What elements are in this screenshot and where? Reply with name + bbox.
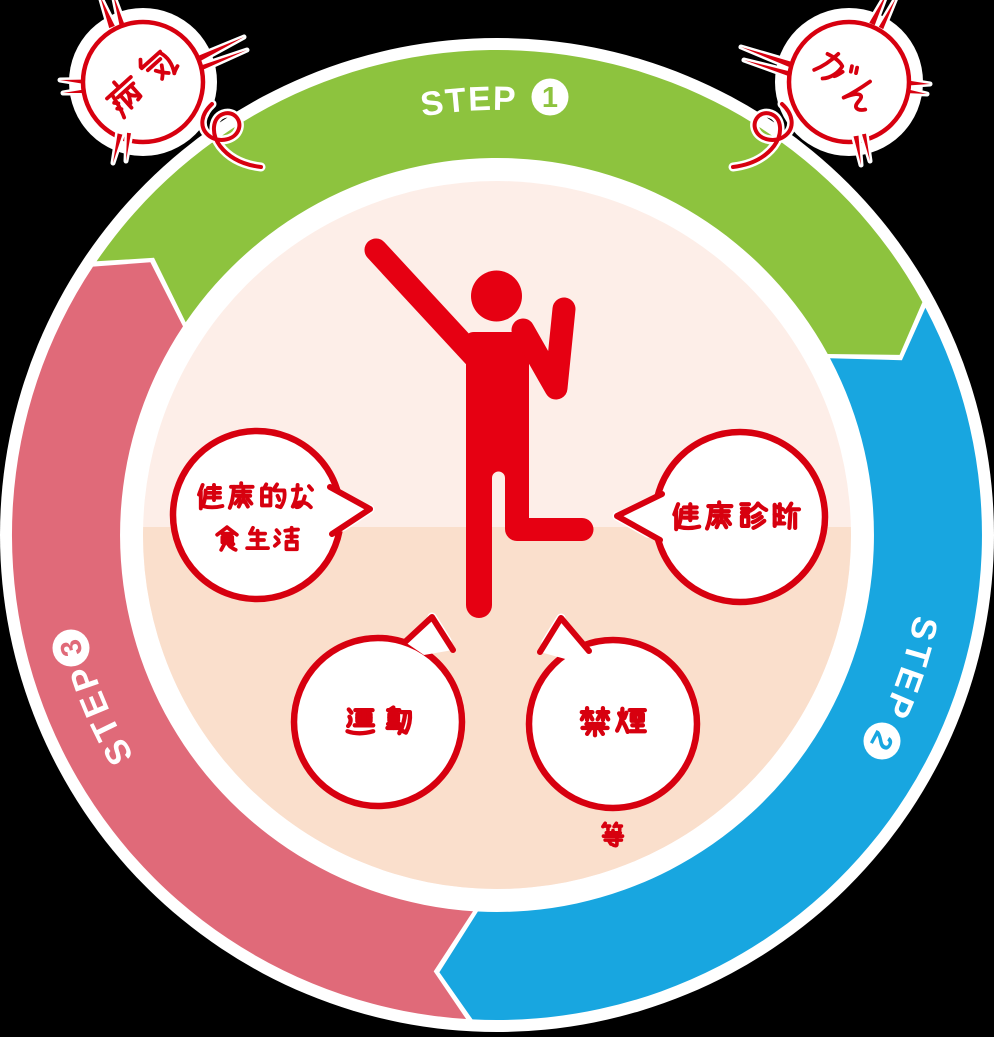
svg-text:3: 3 xyxy=(54,636,89,659)
svg-text:STEP: STEP xyxy=(418,80,517,124)
svg-text:1: 1 xyxy=(542,82,558,114)
